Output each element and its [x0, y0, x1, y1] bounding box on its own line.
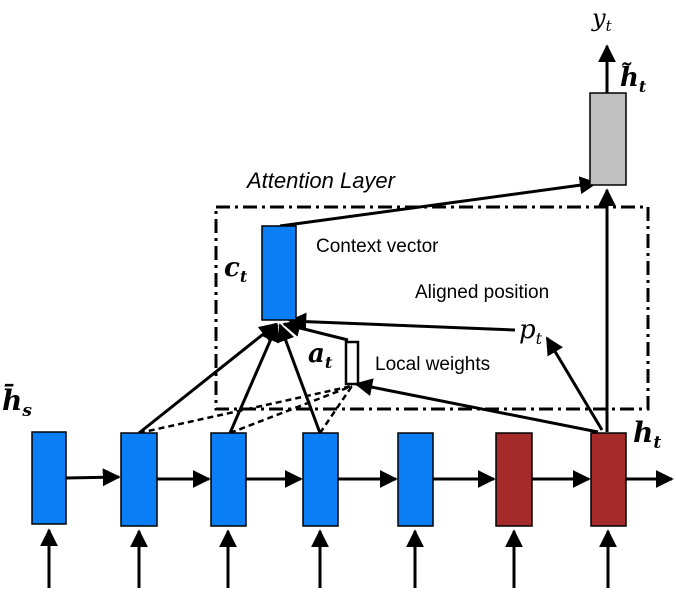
encoder-states	[31, 431, 434, 527]
context-to-output-arrow	[279, 176, 598, 228]
decoder-states	[495, 432, 627, 527]
encoder-state-box	[210, 432, 247, 527]
recurrent-arrows	[65, 468, 674, 488]
encoder-to-context-arrows	[138, 322, 322, 435]
h-t-label: ht	[633, 416, 661, 453]
position-to-context-arrow	[288, 312, 516, 332]
attention-layer-box	[214, 205, 650, 411]
y-t-label: yt	[591, 4, 613, 35]
p-t-label: pt	[519, 315, 543, 348]
context-vector-label: Context vector	[316, 236, 439, 257]
local-weights-box	[344, 340, 360, 386]
context-vector-box	[261, 225, 297, 321]
encoder-state-box	[397, 432, 434, 527]
local-weights-label: Local weights	[375, 354, 490, 375]
decoder-state-box	[590, 432, 627, 527]
weights-to-context-arrow	[282, 319, 349, 342]
c-t-label: ct	[224, 253, 248, 286]
encoder-state-box	[31, 431, 67, 525]
output-state-box	[589, 92, 627, 186]
ht-to-position-arrow	[545, 336, 604, 431]
aligned-position-label: Aligned position	[415, 282, 549, 303]
encoder-state-box	[302, 432, 339, 527]
dashed-weight-lines	[138, 384, 354, 435]
attention-layer-label: Attention Layer	[245, 168, 397, 193]
encoder-state-box	[120, 432, 158, 527]
input-arrows	[40, 528, 617, 588]
decoder-state-box	[495, 432, 533, 527]
ht-to-weights-arrow	[354, 378, 599, 434]
a-t-label: at	[308, 339, 333, 372]
h-tilde-t-label: h̃t	[620, 62, 647, 96]
h-bar-s-label: h̄s	[2, 383, 32, 421]
